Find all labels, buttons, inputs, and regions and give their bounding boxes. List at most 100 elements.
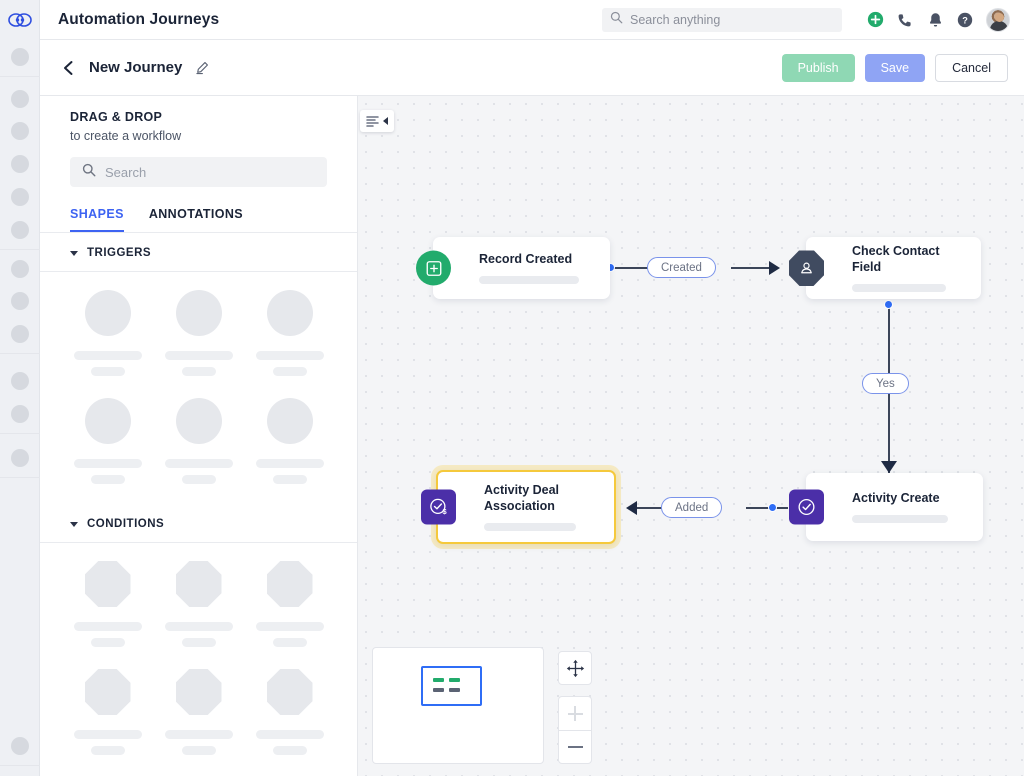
edge-label-added[interactable]: Added xyxy=(661,497,723,518)
journey-name: New Journey xyxy=(89,59,183,76)
add-circle-icon[interactable] xyxy=(860,5,890,35)
zoom-controls xyxy=(558,651,592,764)
deal-check-icon: $ xyxy=(421,489,456,525)
panel-tabs: SHAPES ANNOTATIONS xyxy=(70,207,327,232)
chevron-left-icon[interactable] xyxy=(62,60,75,76)
node-record-created[interactable]: Record Created xyxy=(416,237,610,299)
shape-placeholder[interactable] xyxy=(244,282,335,390)
node-activity-create[interactable]: Activity Create xyxy=(789,473,983,541)
check-circle-icon xyxy=(789,489,824,525)
chevron-down-icon xyxy=(70,521,78,527)
zoom-in-button[interactable] xyxy=(558,696,592,730)
svg-text:$: $ xyxy=(442,507,447,516)
node-title: Check Contact Field xyxy=(852,243,940,274)
edge-arrow xyxy=(769,261,780,275)
journey-actions: Publish Save Cancel xyxy=(781,53,1008,82)
edge-handle[interactable] xyxy=(884,300,893,309)
edge-line xyxy=(731,267,773,269)
node-subtitle-placeholder xyxy=(852,284,946,293)
node-title: Record Created xyxy=(479,251,573,266)
journey-subheader: New Journey Publish Save Cancel xyxy=(40,40,1024,96)
save-button[interactable]: Save xyxy=(864,53,926,82)
help-circle-icon[interactable]: ? xyxy=(950,5,980,35)
shape-placeholder[interactable] xyxy=(62,661,153,769)
section-triggers[interactable]: TRIGGERS xyxy=(40,233,357,271)
shape-placeholder[interactable] xyxy=(153,282,244,390)
panel-title: DRAG & DROP xyxy=(70,110,163,124)
rail-item[interactable] xyxy=(11,122,29,140)
minimap-node-chip xyxy=(433,688,444,692)
zoom-out-button[interactable] xyxy=(558,730,592,764)
conditions-grid xyxy=(40,543,357,775)
edge-arrow xyxy=(881,461,897,473)
rail-item[interactable] xyxy=(11,221,29,239)
shape-placeholder[interactable] xyxy=(244,661,335,769)
tab-shapes[interactable]: SHAPES xyxy=(70,207,124,232)
rail-item[interactable] xyxy=(11,188,29,206)
plus-square-icon xyxy=(416,250,451,286)
triggers-grid xyxy=(40,272,357,504)
shape-placeholder[interactable] xyxy=(153,390,244,498)
rail-item[interactable] xyxy=(11,325,29,343)
shapes-panel: DRAG & DROP to create a workflow SHAPES … xyxy=(40,96,358,776)
topbar-actions: ? xyxy=(602,5,1024,35)
page-title: Automation Journeys xyxy=(58,10,220,28)
node-title: Activity Create xyxy=(852,490,940,505)
svg-text:?: ? xyxy=(962,15,968,25)
section-triggers-label: TRIGGERS xyxy=(87,247,152,259)
minimap-viewport[interactable] xyxy=(421,666,482,706)
node-subtitle-placeholder xyxy=(852,515,948,524)
global-search-input[interactable] xyxy=(630,12,834,27)
tab-annotations[interactable]: ANNOTATIONS xyxy=(148,207,244,221)
shape-placeholder[interactable] xyxy=(62,282,153,390)
rail-item[interactable] xyxy=(11,155,29,173)
collapse-panel-icon[interactable] xyxy=(360,110,394,132)
shape-placeholder[interactable] xyxy=(153,661,244,769)
publish-button[interactable]: Publish xyxy=(781,53,855,82)
workflow-canvas[interactable]: Created Yes Added xyxy=(358,96,1024,776)
crm-logo-icon[interactable] xyxy=(7,11,32,29)
minimap[interactable] xyxy=(372,647,544,764)
node-check-contact-field[interactable]: Check Contact Field xyxy=(789,237,981,299)
rail-item[interactable] xyxy=(11,292,29,310)
panel-subtitle: to create a workflow xyxy=(70,129,182,143)
search-icon xyxy=(610,11,623,29)
rail-item[interactable] xyxy=(11,260,29,278)
global-search[interactable] xyxy=(602,7,842,32)
shapes-search[interactable] xyxy=(70,157,327,187)
shape-placeholder[interactable] xyxy=(244,390,335,498)
rail-item[interactable] xyxy=(11,737,29,755)
shapes-search-input[interactable] xyxy=(105,164,315,180)
edge-arrow xyxy=(626,501,637,515)
edge-line xyxy=(746,507,788,509)
shape-placeholder[interactable] xyxy=(153,553,244,661)
phone-icon[interactable] xyxy=(890,5,920,35)
edge-line xyxy=(637,507,663,509)
rail-item[interactable] xyxy=(11,405,29,423)
chevron-down-icon xyxy=(70,250,78,256)
node-subtitle-placeholder xyxy=(484,523,576,532)
rail-item[interactable] xyxy=(11,449,29,467)
rail-item[interactable] xyxy=(11,372,29,390)
minimap-node-chip xyxy=(433,678,444,682)
rail-item[interactable] xyxy=(11,48,29,66)
pan-move-icon[interactable] xyxy=(558,651,592,685)
shape-placeholder[interactable] xyxy=(244,553,335,661)
user-avatar[interactable] xyxy=(986,7,1010,32)
edge-handle[interactable] xyxy=(768,503,777,512)
shape-placeholder[interactable] xyxy=(62,390,153,498)
cancel-button[interactable]: Cancel xyxy=(935,53,1008,82)
pencil-icon[interactable] xyxy=(195,61,209,75)
rail-item[interactable] xyxy=(11,90,29,108)
section-conditions[interactable]: CONDITIONS xyxy=(40,504,357,542)
minimap-node-chip xyxy=(449,688,460,692)
node-subtitle-placeholder xyxy=(479,276,579,285)
shape-placeholder[interactable] xyxy=(62,553,153,661)
bell-icon[interactable] xyxy=(920,5,950,35)
edge-label-yes[interactable]: Yes xyxy=(862,373,909,394)
search-icon xyxy=(82,163,96,182)
edge-label-created[interactable]: Created xyxy=(647,257,716,278)
top-bar: Automation Journeys xyxy=(40,0,1024,40)
